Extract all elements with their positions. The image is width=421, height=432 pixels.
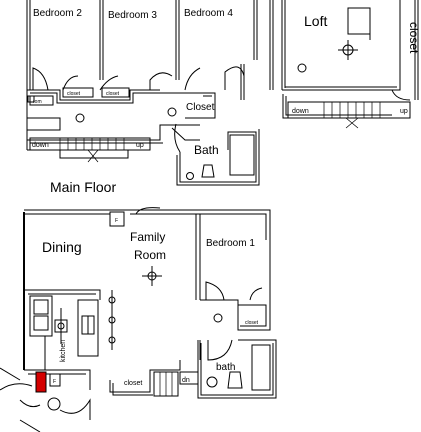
closet-left-label: rom: [33, 99, 42, 105]
upper-floor: [26, 0, 274, 186]
closet-upper-label: Closet: [186, 102, 215, 113]
family-label-line2: Room: [134, 248, 166, 262]
up-left-label: up: [136, 142, 144, 149]
family-label-line1: Family: [130, 230, 165, 244]
main-floor-title: Main Floor: [50, 179, 116, 195]
dn-label: dn: [182, 377, 190, 384]
dining-label: Dining: [42, 239, 82, 255]
bedroom2-label: Bedroom 2: [33, 8, 82, 19]
up-right-label: up: [400, 108, 408, 115]
closet-small-1-label: closet: [67, 91, 81, 97]
loft-area: [281, 0, 419, 129]
fireplace-f2-label: F: [53, 379, 56, 385]
closet-small-2-label: closet: [106, 91, 120, 97]
fireplace-f-label: F: [115, 218, 118, 224]
bedroom3-label: Bedroom 3: [108, 10, 157, 21]
down-right-label: down: [292, 108, 309, 115]
bedroom4-label: Bedroom 4: [184, 8, 233, 19]
bedroom1-label: Bedroom 1: [206, 238, 255, 249]
kitchen-label: kitchen: [60, 340, 67, 362]
loft-label: Loft: [304, 13, 327, 29]
closet-vertical-label: closet: [407, 22, 421, 54]
down-left-label: down: [32, 142, 49, 149]
closet-bed1-label: closet: [245, 320, 259, 326]
main-floor: [0, 207, 277, 432]
bath-lower-label: bath: [216, 362, 235, 373]
bath-upper-label: Bath: [194, 143, 219, 157]
closet-lower-label: closet: [124, 380, 142, 387]
